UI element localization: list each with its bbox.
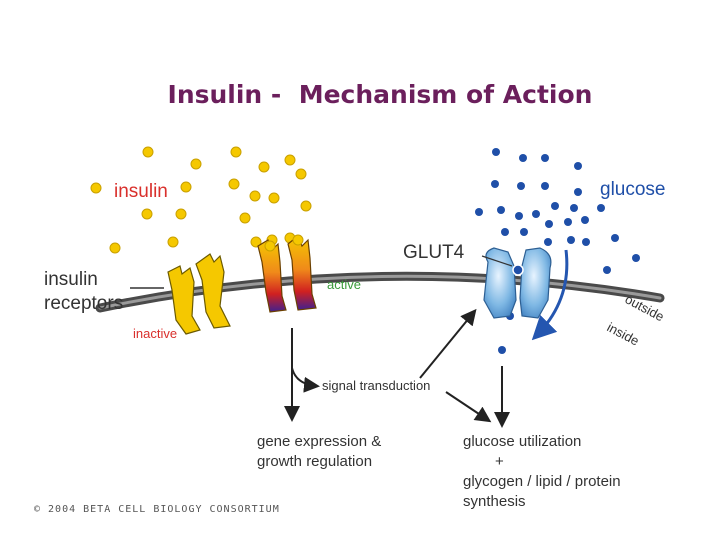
slide-title: Insulin - Mechanism of Action — [167, 80, 593, 109]
receptors-label-line2: receptors — [44, 293, 123, 314]
synthesis-label-line1: glycogen / lipid / protein — [463, 473, 621, 490]
active-label: active — [327, 277, 361, 292]
bound-insulin — [264, 240, 276, 252]
insulin-label: insulin — [114, 181, 168, 202]
glucose-particles — [475, 148, 640, 354]
arrow-to-glut4 — [419, 308, 477, 379]
bound-insulin — [292, 234, 304, 246]
gene-expression-label-line2: growth regulation — [257, 453, 372, 470]
arrow-to-signal-transduction — [291, 367, 320, 393]
inactive-insulin-receptor — [167, 253, 231, 335]
gene-expression-label-line1: gene expression & — [257, 433, 381, 450]
receptors-label-line1: insulin — [44, 269, 98, 290]
glucose-entry-arrow — [531, 249, 569, 341]
signal-transduction-label: signal transduction — [322, 378, 430, 393]
glut4-transporter — [483, 247, 552, 319]
plus-label: + — [495, 453, 504, 470]
synthesis-label-line2: synthesis — [463, 493, 526, 510]
glut4-label: GLUT4 — [403, 242, 465, 263]
inactive-label: inactive — [133, 326, 177, 341]
glucose-label: glucose — [600, 179, 666, 200]
insulin-particles — [90, 146, 312, 254]
copyright-notice: © 2004 BETA CELL BIOLOGY CONSORTIUM — [34, 504, 280, 515]
glucose-utilization-label: glucose utilization — [463, 433, 581, 450]
inside-label: inside — [605, 319, 642, 348]
active-insulin-receptor — [257, 235, 317, 313]
arrow-to-glucose-utilization — [445, 391, 492, 423]
glut4-pointer — [481, 255, 513, 267]
